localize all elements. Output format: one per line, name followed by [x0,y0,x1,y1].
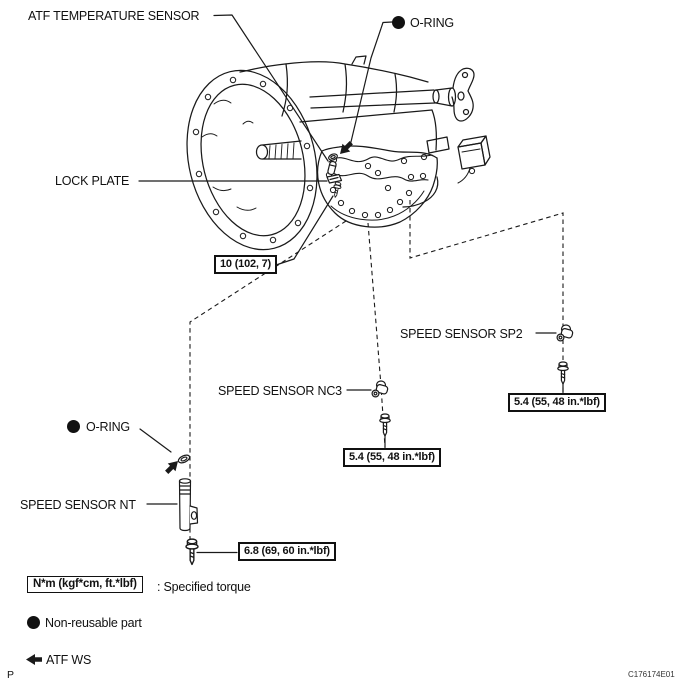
atf-apply-arrow-top-icon [336,138,356,158]
leader-o-ring-top [349,21,393,147]
label-speed-sensor-sp2: SPEED SENSOR SP2 [400,326,523,341]
label-lock-plate: LOCK PLATE [55,174,130,188]
page-marker: P [7,669,15,681]
leader-lines [138,14,564,554]
speed-sensor-nc3-part [371,380,389,398]
bell-housing [186,69,318,251]
legend-torque-unit-box: N*m (kgf*cm, ft.*lbf) [27,576,143,593]
legend-torque-meaning: : Specified torque [157,579,251,594]
o-ring-top-bullet-icon [392,15,405,29]
torque-box-sp2: 5.4 (55, 48 in.*lbf) [508,393,606,412]
label-atf-temperature-sensor: ATF TEMPERATURE SENSOR [28,9,200,23]
harness-connector [426,135,491,184]
output-yoke [432,67,475,122]
lock-plate-part [326,173,343,184]
torque-box-lock-plate: 10 (102, 7) [214,255,278,274]
input-shaft [255,140,302,160]
wiring-harness [328,154,433,182]
legend-atf-ws: ATF WS [46,652,92,667]
o-ring-left-part [177,454,191,464]
label-speed-sensor-nc3: SPEED SENSOR NC3 [218,383,342,398]
non-reusable-bullet-icon [27,616,40,629]
figure-code: C176174E01 [628,670,675,679]
dashed-leader-nt [189,220,347,542]
label-o-ring-top: O-RING [410,15,454,30]
legend-non-reusable: Non-reusable part [45,615,142,630]
label-speed-sensor-nt: SPEED SENSOR NT [20,497,136,512]
leader-atf-temp-sensor [213,14,329,162]
torque-box-nt: 6.8 (69, 60 in.*lbf) [238,542,336,561]
nt-bolt-part [185,538,199,566]
o-ring-top-part [328,153,338,161]
atf-ws-arrow-icon [26,654,42,665]
nc3-bolt-part [379,413,391,437]
atf-temp-sensor-part [327,160,337,176]
dashed-leader-lines [189,200,564,542]
pan-bolts [325,153,476,219]
label-o-ring-left: O-RING [86,419,130,434]
speed-sensor-sp2-part [556,324,574,342]
leader-o-ring-left [139,428,172,453]
transmission-case [239,55,437,151]
dashed-leader-sp2 [409,200,564,392]
speed-sensor-nt-part [178,478,199,532]
sp2-bolt-part [557,361,569,385]
torque-box-nc3: 5.4 (55, 48 in.*lbf) [343,448,441,467]
leader-lock-plate-torque [275,195,334,266]
dashed-leader-nc3 [367,222,386,448]
o-ring-left-bullet-icon [67,419,80,433]
oil-pan [316,145,476,228]
